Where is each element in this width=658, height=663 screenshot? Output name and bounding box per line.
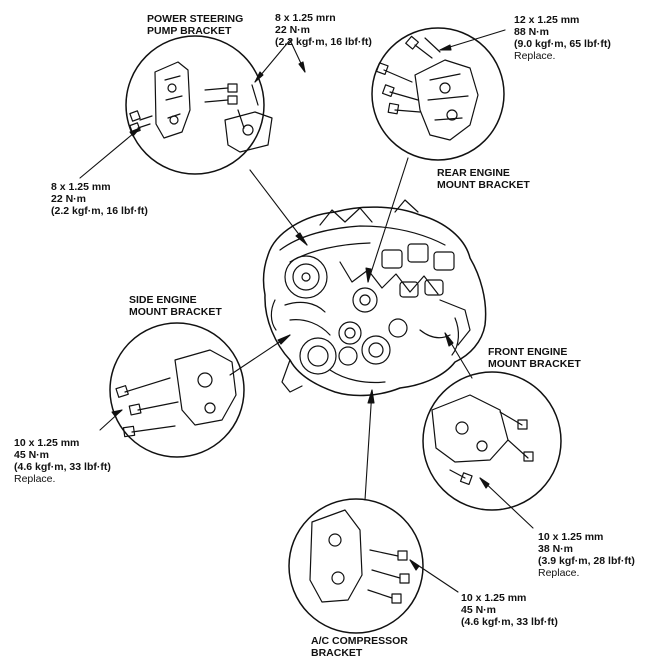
side-engine-bracket-drawing bbox=[115, 349, 237, 438]
spec-size: 8 x 1.25 mm bbox=[51, 181, 111, 193]
spec-note: Replace. bbox=[514, 50, 556, 62]
power-steering-label-line2: PUMP BRACKET bbox=[147, 25, 232, 37]
side-engine-label-line1: SIDE ENGINE bbox=[129, 294, 197, 306]
spec-alt-torque: (2.2 kgf·m, 16 lbf·ft) bbox=[51, 205, 148, 217]
rear-engine-label: REAR ENGINE MOUNT BRACKET bbox=[437, 167, 530, 191]
power-steering-detail-circle bbox=[125, 35, 265, 175]
spec-torque: 88 N·m bbox=[514, 26, 550, 38]
ac-compressor-label-line2: BRACKET bbox=[311, 647, 363, 659]
front-engine-bracket-drawing bbox=[431, 394, 534, 486]
ac-compressor-label: A/C COMPRESSOR BRACKET bbox=[311, 635, 408, 659]
engine-block bbox=[262, 199, 487, 397]
rear-engine-label-line1: REAR ENGINE bbox=[437, 167, 510, 179]
power-steering-label-line1: POWER STEERING bbox=[147, 13, 244, 25]
spec-alt-torque: (4.6 kgf·m, 33 lbf·ft) bbox=[461, 616, 558, 628]
spec-torque: 45 N·m bbox=[461, 604, 497, 616]
spec-torque: 38 N·m bbox=[538, 543, 574, 555]
ac-compressor-detail-circle bbox=[288, 498, 424, 634]
spec-size: 12 x 1.25 mm bbox=[514, 14, 580, 26]
side-engine-label-line2: MOUNT BRACKET bbox=[129, 306, 222, 318]
spec-size: 10 x 1.25 mm bbox=[461, 592, 527, 604]
side-engine-spec: 10 x 1.25 mm 45 N·m (4.6 kgf·m, 33 lbf·f… bbox=[14, 437, 111, 485]
front-engine-label: FRONT ENGINE MOUNT BRACKET bbox=[488, 346, 581, 370]
spec-size: 10 x 1.25 mm bbox=[538, 531, 604, 543]
power-steering-top-spec: 8 x 1.25 mrn 22 N·m (2.2 kgf·m, 16 lbf·f… bbox=[275, 12, 372, 48]
spec-torque: 22 N·m bbox=[51, 193, 87, 205]
spec-size: 10 x 1.25 mm bbox=[14, 437, 80, 449]
spec-torque: 45 N·m bbox=[14, 449, 50, 461]
spec-alt-torque: (4.6 kgf·m, 33 lbf·ft) bbox=[14, 461, 111, 473]
side-engine-detail-circle bbox=[109, 322, 245, 458]
front-engine-label-line1: FRONT ENGINE bbox=[488, 346, 568, 358]
front-engine-detail-circle bbox=[422, 371, 562, 511]
spec-alt-torque: (9.0 kgf·m, 65 lbf·ft) bbox=[514, 38, 611, 50]
spec-alt-torque: (2.2 kgf·m, 16 lbf·ft) bbox=[275, 36, 372, 48]
ac-compressor-label-line1: A/C COMPRESSOR bbox=[311, 635, 408, 647]
rear-engine-detail-circle bbox=[371, 27, 505, 161]
power-steering-label: POWER STEERING PUMP BRACKET bbox=[147, 13, 243, 37]
spec-torque: 22 N·m bbox=[275, 24, 311, 36]
power-steering-bracket-drawing bbox=[129, 61, 273, 153]
ac-compressor-spec: 10 x 1.25 mm 45 N·m (4.6 kgf·m, 33 lbf·f… bbox=[461, 592, 558, 628]
rear-engine-spec: 12 x 1.25 mm 88 N·m (9.0 kgf·m, 65 lbf·f… bbox=[514, 14, 611, 62]
spec-note: Replace. bbox=[14, 473, 56, 485]
spec-note: Replace. bbox=[538, 567, 580, 579]
spec-alt-torque: (3.9 kgf·m, 28 lbf·ft) bbox=[538, 555, 635, 567]
rear-engine-label-line2: MOUNT BRACKET bbox=[437, 179, 530, 191]
power-steering-left-spec: 8 x 1.25 mm 22 N·m (2.2 kgf·m, 16 lbf·ft… bbox=[51, 181, 148, 217]
front-engine-label-line2: MOUNT BRACKET bbox=[488, 358, 581, 370]
spec-size: 8 x 1.25 mrn bbox=[275, 12, 336, 24]
side-engine-label: SIDE ENGINE MOUNT BRACKET bbox=[129, 294, 222, 318]
front-engine-spec: 10 x 1.25 mm 38 N·m (3.9 kgf·m, 28 lbf·f… bbox=[538, 531, 635, 579]
ac-compressor-bracket-drawing bbox=[309, 509, 410, 604]
rear-engine-bracket-drawing bbox=[375, 35, 479, 141]
